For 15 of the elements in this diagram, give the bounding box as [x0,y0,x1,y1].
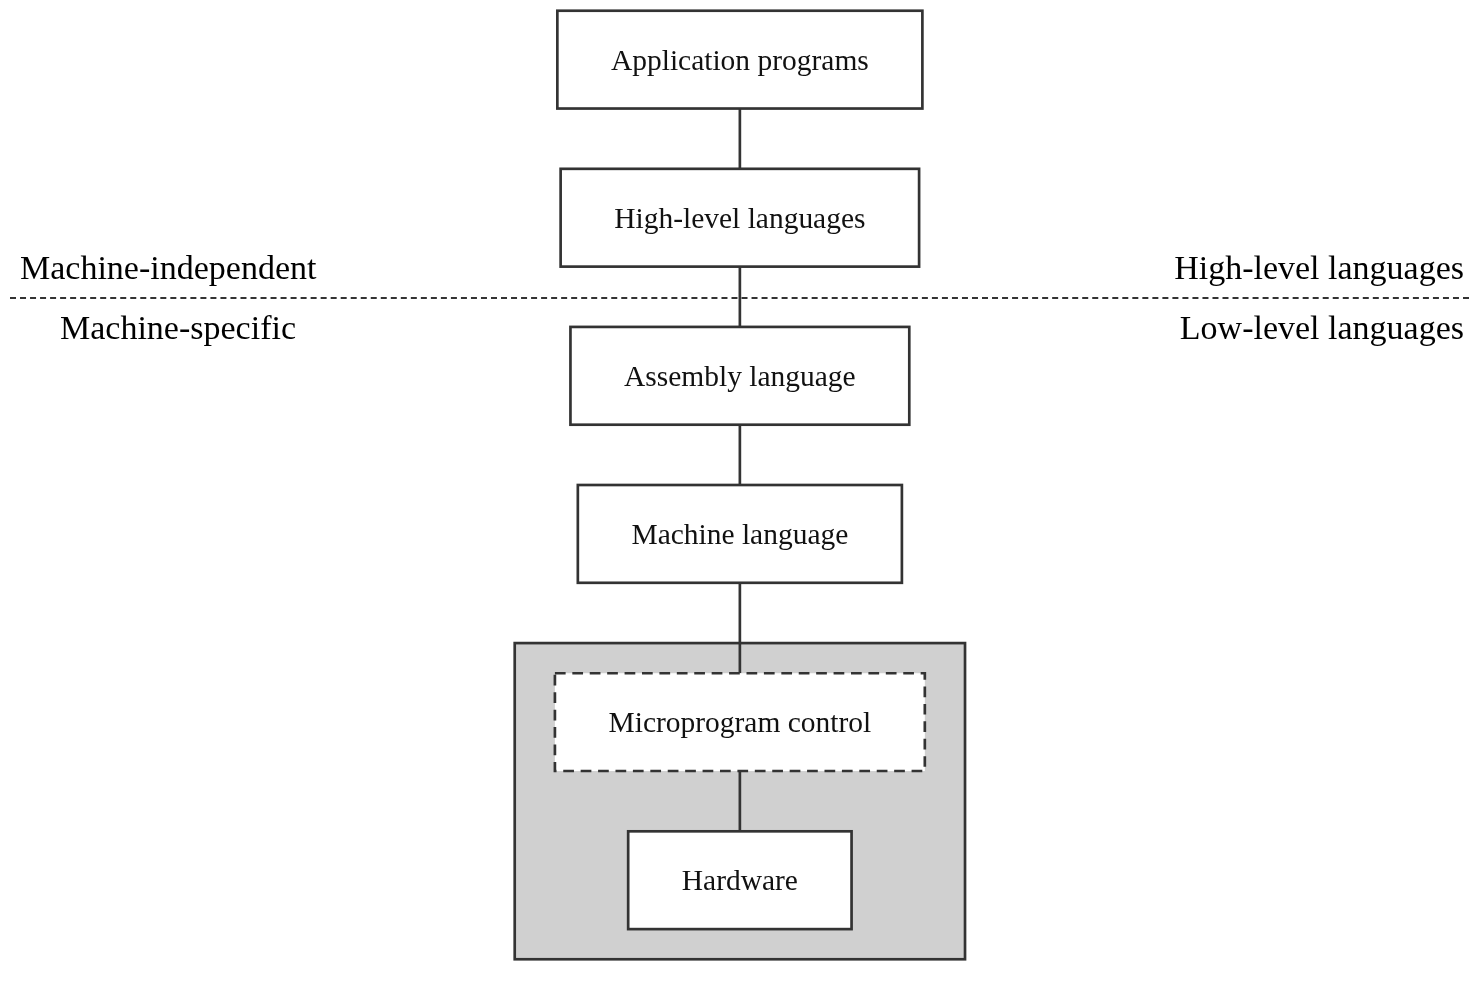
side-label: Machine-independent [20,248,317,287]
connector-line [738,582,741,674]
process-box: Application programs [555,9,924,110]
side-label: High-level languages [1174,248,1464,287]
side-label: Low-level languages [1179,308,1464,347]
process-box: Assembly language [568,325,911,427]
process-box: High-level languages [558,167,921,268]
process-box: Hardware [626,830,853,931]
connector-line [738,771,741,832]
side-label: Machine-specific [60,308,296,347]
connector-line [738,108,741,169]
process-box: Machine language [576,483,903,585]
connector-line [738,424,741,485]
connector-line [738,266,741,327]
process-box: Microprogram control [553,671,926,773]
